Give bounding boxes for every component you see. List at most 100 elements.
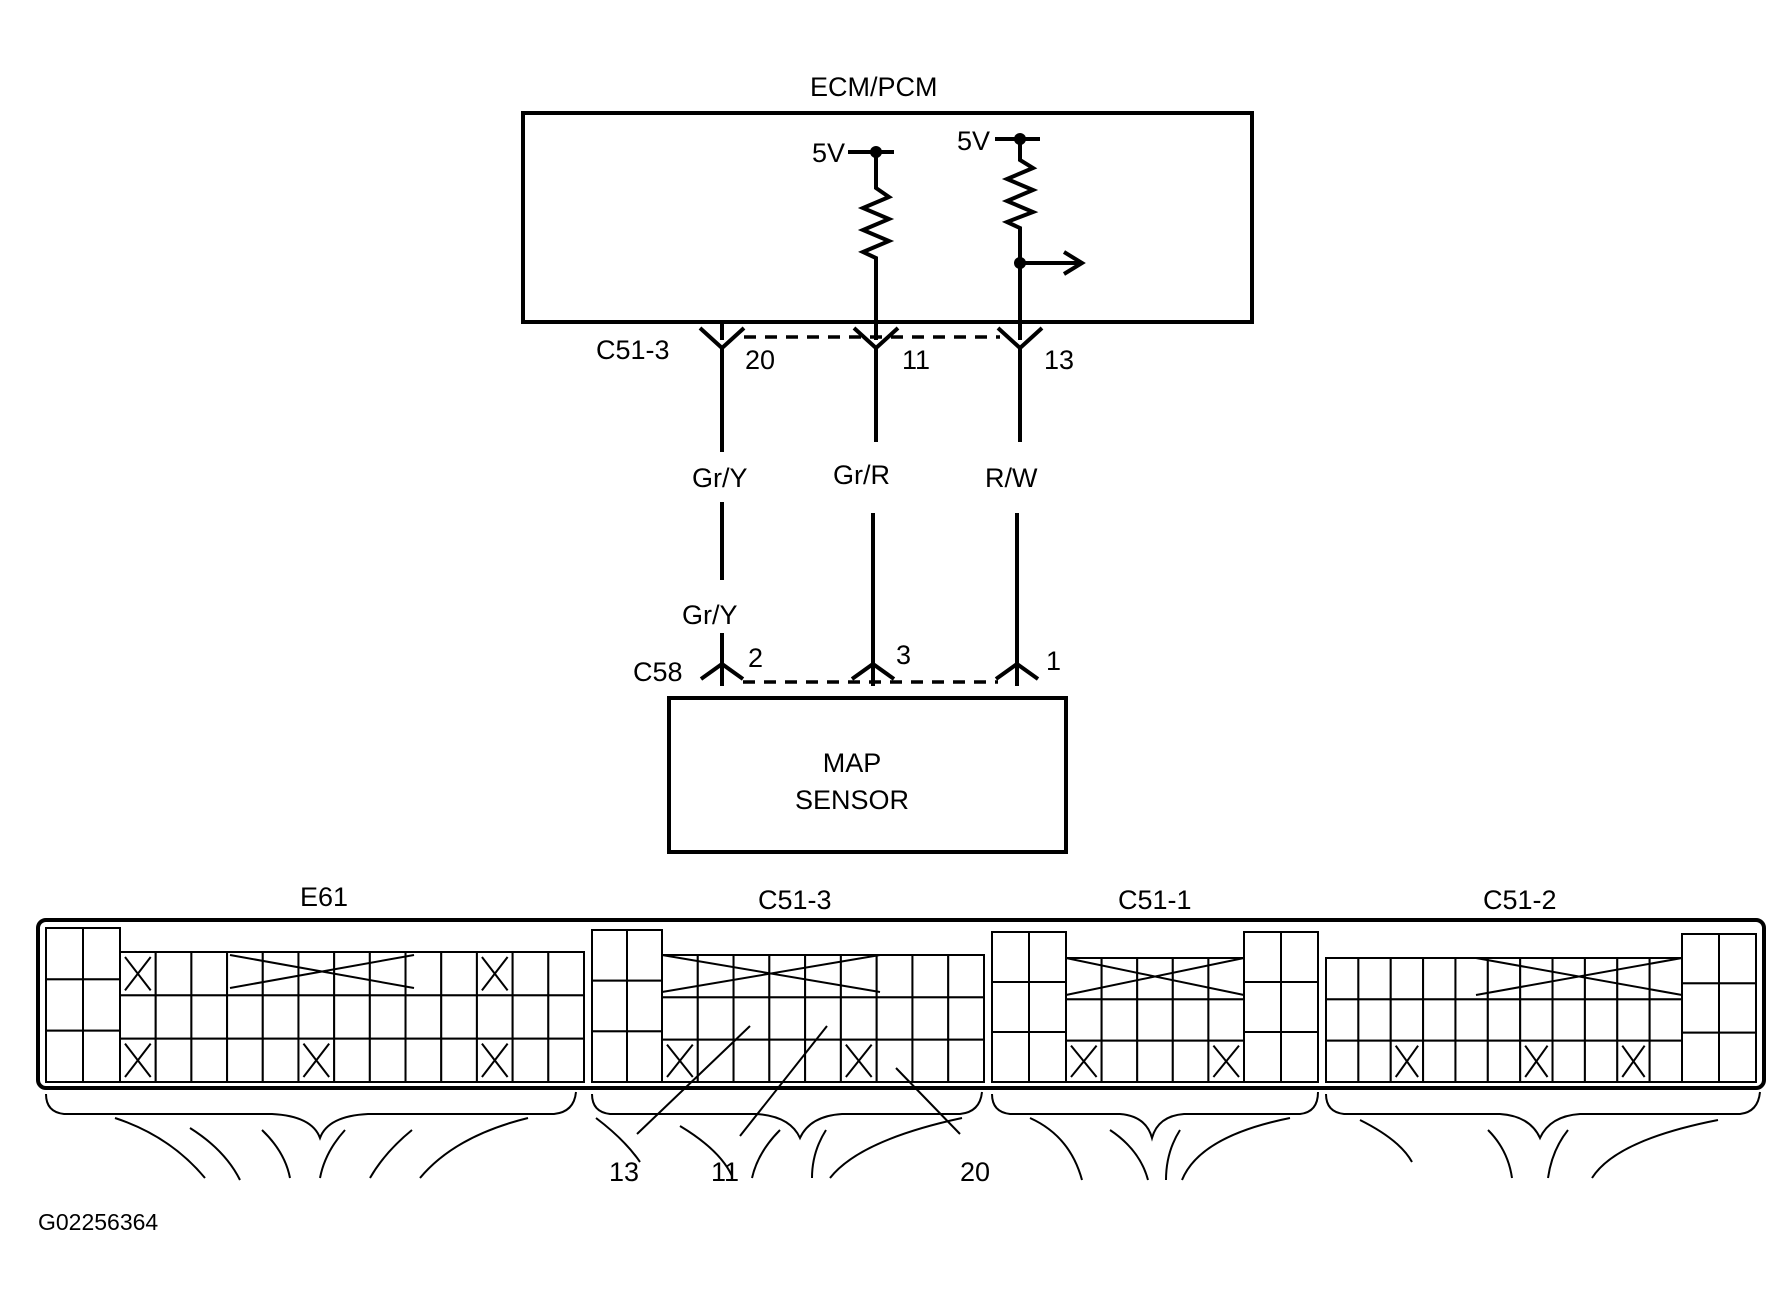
cavity-plug-cross [1524,1045,1549,1078]
c51-1-cavity [1100,957,1139,1001]
sensor-pin-1: 1 [1046,646,1061,676]
c51-1-cavity [1280,931,1319,983]
c51-3-cavity [804,996,842,1041]
e61-cavity [82,1029,121,1083]
cavity-plug-cross [1394,1045,1419,1078]
c51-1-cavity [1171,1039,1210,1083]
e61-cavity [261,1037,300,1083]
e61-cavity [297,994,336,1040]
c51-3-cavity [839,996,878,1041]
c51-1-cavity [991,931,1030,983]
pin-callouts: 13 11 20 [609,1025,990,1187]
c51-2-cavity [1681,933,1720,985]
c51-2-cavity [1422,1039,1457,1083]
c51-2-cavity [1357,998,1392,1042]
c51-1-cavity [1171,957,1210,1001]
ecm-pin-13: 13 [1044,345,1074,375]
e61-cavity [368,994,407,1040]
c51-1-cavity [991,1031,1030,1083]
c51-1-cavity [1243,931,1282,983]
c51-2-cavity [1325,998,1360,1042]
c51-1-cavity [1280,981,1319,1033]
c51-3-cavity [626,979,663,1033]
c51-3-cavity [768,996,807,1041]
c51-3-cavity [732,1038,771,1083]
cavity-plug-cross [124,956,152,991]
cavity-plug-cross [666,1044,694,1078]
connector-face-cells [45,927,1757,1084]
ecm-title: ECM/PCM [810,72,938,102]
cavity-plug-cross [1621,1045,1646,1078]
e61-cavity [119,994,157,1040]
map-sensor-box [667,696,1068,854]
e61-cavity [190,1037,229,1083]
c51-2-cavity [1648,1039,1683,1083]
c51-1-cavity [1171,998,1210,1042]
c51-1-cavity [1243,1031,1282,1083]
e61-cavity [154,951,193,997]
c51-3-cavity [947,1038,986,1083]
c51-3-cavity [947,996,986,1041]
c51-2-cavity [1325,1039,1360,1083]
e61-cavity [190,994,229,1040]
signal-output-arrow [1062,250,1086,276]
c51-2-cavity [1422,998,1457,1042]
harness-braces [45,1091,1761,1181]
wire-label-r-w: R/W [985,463,1038,493]
map-sensor: MAP SENSOR [667,696,1068,854]
e61-cavity [404,951,443,997]
c51-3-cavity [626,929,663,982]
face-label-e61: E61 [300,882,348,912]
c51-2-cavity [1551,998,1586,1042]
e61-cavity [440,994,478,1040]
c51-2-cavity [1681,982,1720,1034]
e61-cavity [45,978,84,1032]
supply-label-left: 5V [812,138,845,168]
c51-2-cavity [1681,1031,1720,1083]
c51-1-cavity [1136,1039,1174,1083]
sensor-pin-2: 2 [748,643,763,673]
ecm-connector: C51-3 20 11 13 [596,322,1074,375]
e61-cavity [226,1037,264,1083]
c51-1-cavity [991,981,1030,1033]
e61-cavity [511,951,550,997]
c51-1-cavity [1065,998,1103,1042]
e61-cavity [190,951,229,997]
c51-2-cavity [1325,957,1360,1001]
c51-2-cavity [1583,1039,1619,1083]
c51-3-cavity [591,979,628,1033]
pullup-resistor-right: 5V [957,126,1086,340]
c51-2-cavity [1486,1039,1522,1083]
c51-1-cavity [1028,931,1067,983]
cavity-plug-cross [481,956,509,991]
wire-label-gr-y: Gr/Y [692,463,748,493]
e61-cavity [261,951,300,997]
e61-cavity [45,927,84,981]
map-sensor-line2: SENSOR [795,785,909,815]
c51-3-cavity [875,996,914,1041]
e61-cavity [154,1037,193,1083]
c51-1-cavity [1280,1031,1319,1083]
e61-cavity [82,978,121,1032]
c51-2-cavity [1519,998,1554,1042]
c51-3-cavity [804,954,842,999]
c51-2-cavity [1718,982,1757,1034]
wire-label-gr-r: Gr/R [833,460,890,490]
cavity-plug-cross [1070,1045,1098,1078]
e61-cavity [45,1029,84,1083]
c51-2-cavity [1389,957,1425,1001]
wire-label-gr-y-sensor: Gr/Y [682,600,738,630]
c51-1-cavity [1028,1031,1067,1083]
e61-cavity [261,994,300,1040]
e61-cavity [440,1037,478,1083]
c51-2-cavity [1422,957,1457,1001]
face-label-c51-1: C51-1 [1118,885,1192,915]
c51-1-cavity [1100,1039,1139,1083]
face-label-c51-3: C51-3 [758,885,832,915]
sensor-pin-3: 3 [896,640,911,670]
c51-2-cavity [1357,1039,1392,1083]
c51-2-cavity [1718,933,1757,985]
c51-3-cavity [947,954,986,999]
e61-cavity [333,951,371,997]
cavity-crosses [229,954,1683,996]
